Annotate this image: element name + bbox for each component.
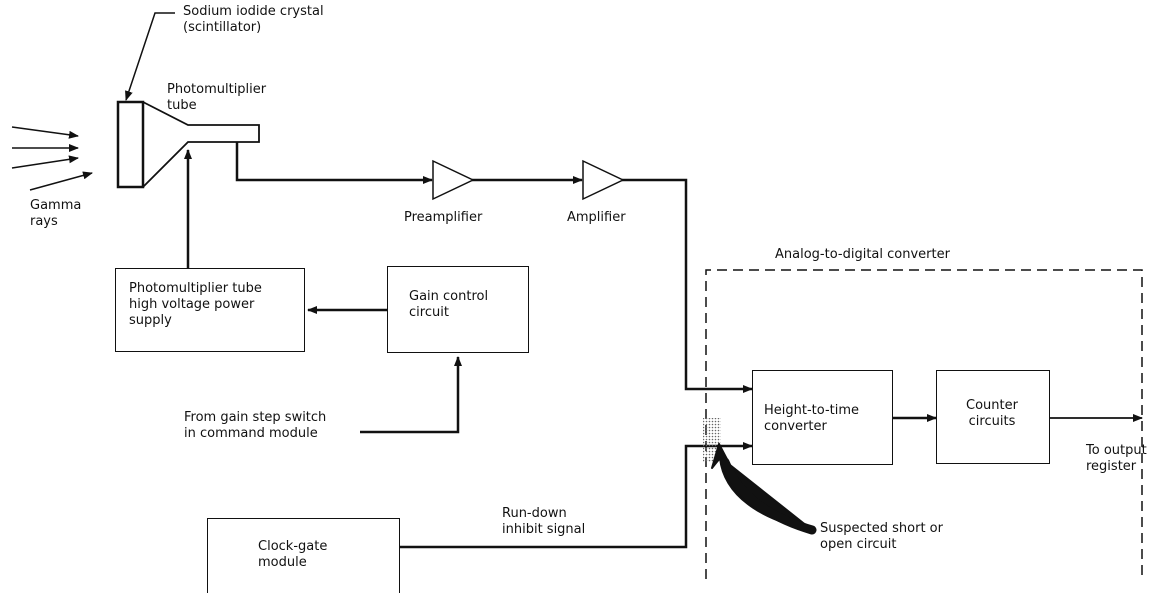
preamplifier-triangle (432, 159, 475, 201)
rundown-line-2: inhibit signal (502, 522, 586, 537)
photomultiplier-tube (142, 101, 260, 188)
output-line-1: To output (1086, 443, 1147, 458)
suspected-line-1: Suspected short or (820, 521, 943, 536)
gain-switch-line-1: From gain step switch (184, 410, 327, 425)
gain-switch-line-2: in command module (184, 426, 318, 441)
gamma-ray-arrows (11, 126, 93, 191)
tube-label-line-1: Photomultiplier (167, 82, 267, 97)
height-to-time-line-1: Height-to-time (764, 403, 860, 418)
output-line-2: register (1086, 459, 1137, 474)
clock-gate-box: Clock-gate module (207, 518, 400, 593)
power-supply-line-2: high voltage power (129, 297, 255, 312)
suspected-line-2: open circuit (820, 537, 897, 552)
signal-path (235, 142, 753, 393)
gain-control-line-1: Gain control (409, 289, 489, 304)
gamma-rays-label: Gamma rays (30, 198, 81, 230)
adc-label: Analog-to-digital converter (775, 247, 950, 262)
crystal-label-line-2: (scintillator) (183, 20, 262, 35)
crystal-leader-line (125, 12, 175, 101)
rundown-label: Run-down inhibit signal (502, 506, 585, 538)
counter-circuits-box: Counter circuits (936, 370, 1050, 464)
counter-circuits-text: Counter circuits (937, 398, 1047, 430)
preamplifier-label: Preamplifier (404, 210, 483, 225)
counter-line-1: Counter (966, 398, 1018, 413)
tube-label-line-2: tube (167, 98, 197, 113)
power-supply-box: Photomultiplier tube high voltage power … (115, 268, 305, 352)
clock-gate-line-1: Clock-gate (258, 539, 328, 554)
height-to-time-text: Height-to-time converter (764, 403, 859, 435)
gain-control-box: Gain control circuit (387, 266, 529, 353)
adc-dashed-boundary (705, 269, 1143, 579)
photomultiplier-tube-label: Photomultiplier tube (167, 82, 266, 114)
power-supply-line-3: supply (129, 313, 172, 328)
height-to-time-box: Height-to-time converter (752, 370, 893, 465)
gain-control-line-2: circuit (409, 305, 449, 320)
clock-gate-line-2: module (258, 555, 307, 570)
gain-control-text: Gain control circuit (409, 289, 488, 321)
crystal-label: Sodium iodide crystal (scintillator) (183, 4, 324, 36)
gamma-label-line-1: Gamma (30, 198, 82, 213)
output-label: To output register (1086, 443, 1147, 475)
sodium-iodide-crystal (116, 100, 145, 189)
suspected-fault-label: Suspected short or open circuit (820, 521, 943, 553)
height-to-time-line-2: converter (764, 419, 827, 434)
amplifier-triangle (582, 159, 625, 201)
power-supply-text: Photomultiplier tube high voltage power … (129, 281, 262, 329)
rundown-line-1: Run-down (502, 506, 567, 521)
amplifier-label: Amplifier (567, 210, 626, 225)
crystal-label-line-1: Sodium iodide crystal (183, 4, 324, 19)
clock-gate-text: Clock-gate module (258, 539, 327, 571)
gain-switch-label: From gain step switch in command module (184, 410, 326, 442)
counter-line-2: circuits (968, 414, 1016, 429)
block-diagram (11, 12, 1143, 579)
gamma-label-line-2: rays (30, 214, 58, 229)
gain-switch-arrow (360, 356, 462, 434)
power-supply-line-1: Photomultiplier tube (129, 281, 262, 296)
